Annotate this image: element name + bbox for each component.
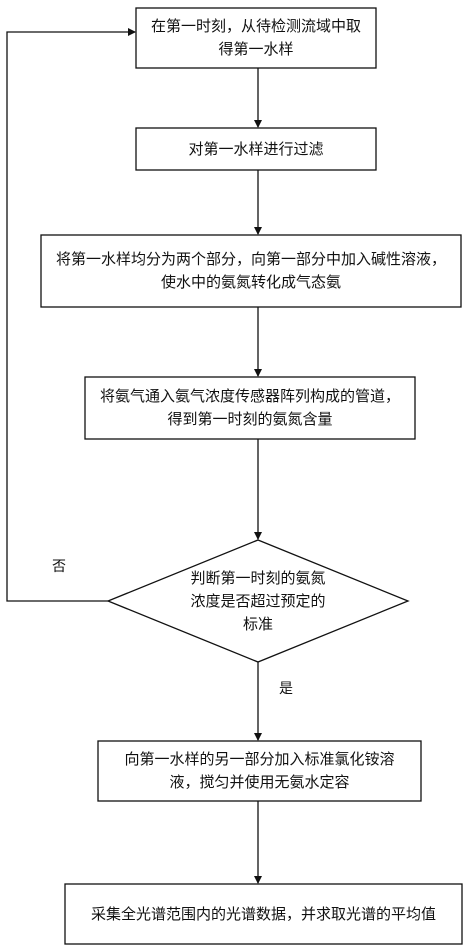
arrow-no-loop: [6, 28, 136, 602]
step-1-border: [135, 7, 377, 69]
step-3-border: [40, 234, 462, 308]
step-2-text: 对第一水样进行过滤: [188, 139, 324, 158]
decision-text: 判断第一时刻的氨氮浓度是否超过预定的标准: [190, 568, 326, 633]
step-1-text: 在第一时刻，从待检测流域中取得第一水样: [150, 17, 361, 58]
step-6-border: [64, 883, 463, 945]
step-5-text: 向第一水样的另一部分加入标准氯化铵溶液，搅匀并使用无氨水定容: [124, 750, 395, 791]
step-2-border: [135, 127, 377, 171]
step-4-text: 将氨气通入氨气浓度传感器阵列构成的管道，得到第一时刻的氨氮含量: [99, 387, 400, 428]
step-5-border: [97, 740, 422, 802]
step-4-border: [84, 376, 416, 440]
branch-label-yes: 是: [279, 681, 293, 697]
branch-label-no: 否: [52, 559, 66, 575]
step-6-text: 采集全光谱范围内的光谱数据，并求取光谱的平均值: [90, 904, 436, 923]
step-3-text: 将第一水样均分为两个部分，向第一部分中加入碱性溶液，使水中的氨氮转化成气态氨: [55, 250, 446, 291]
